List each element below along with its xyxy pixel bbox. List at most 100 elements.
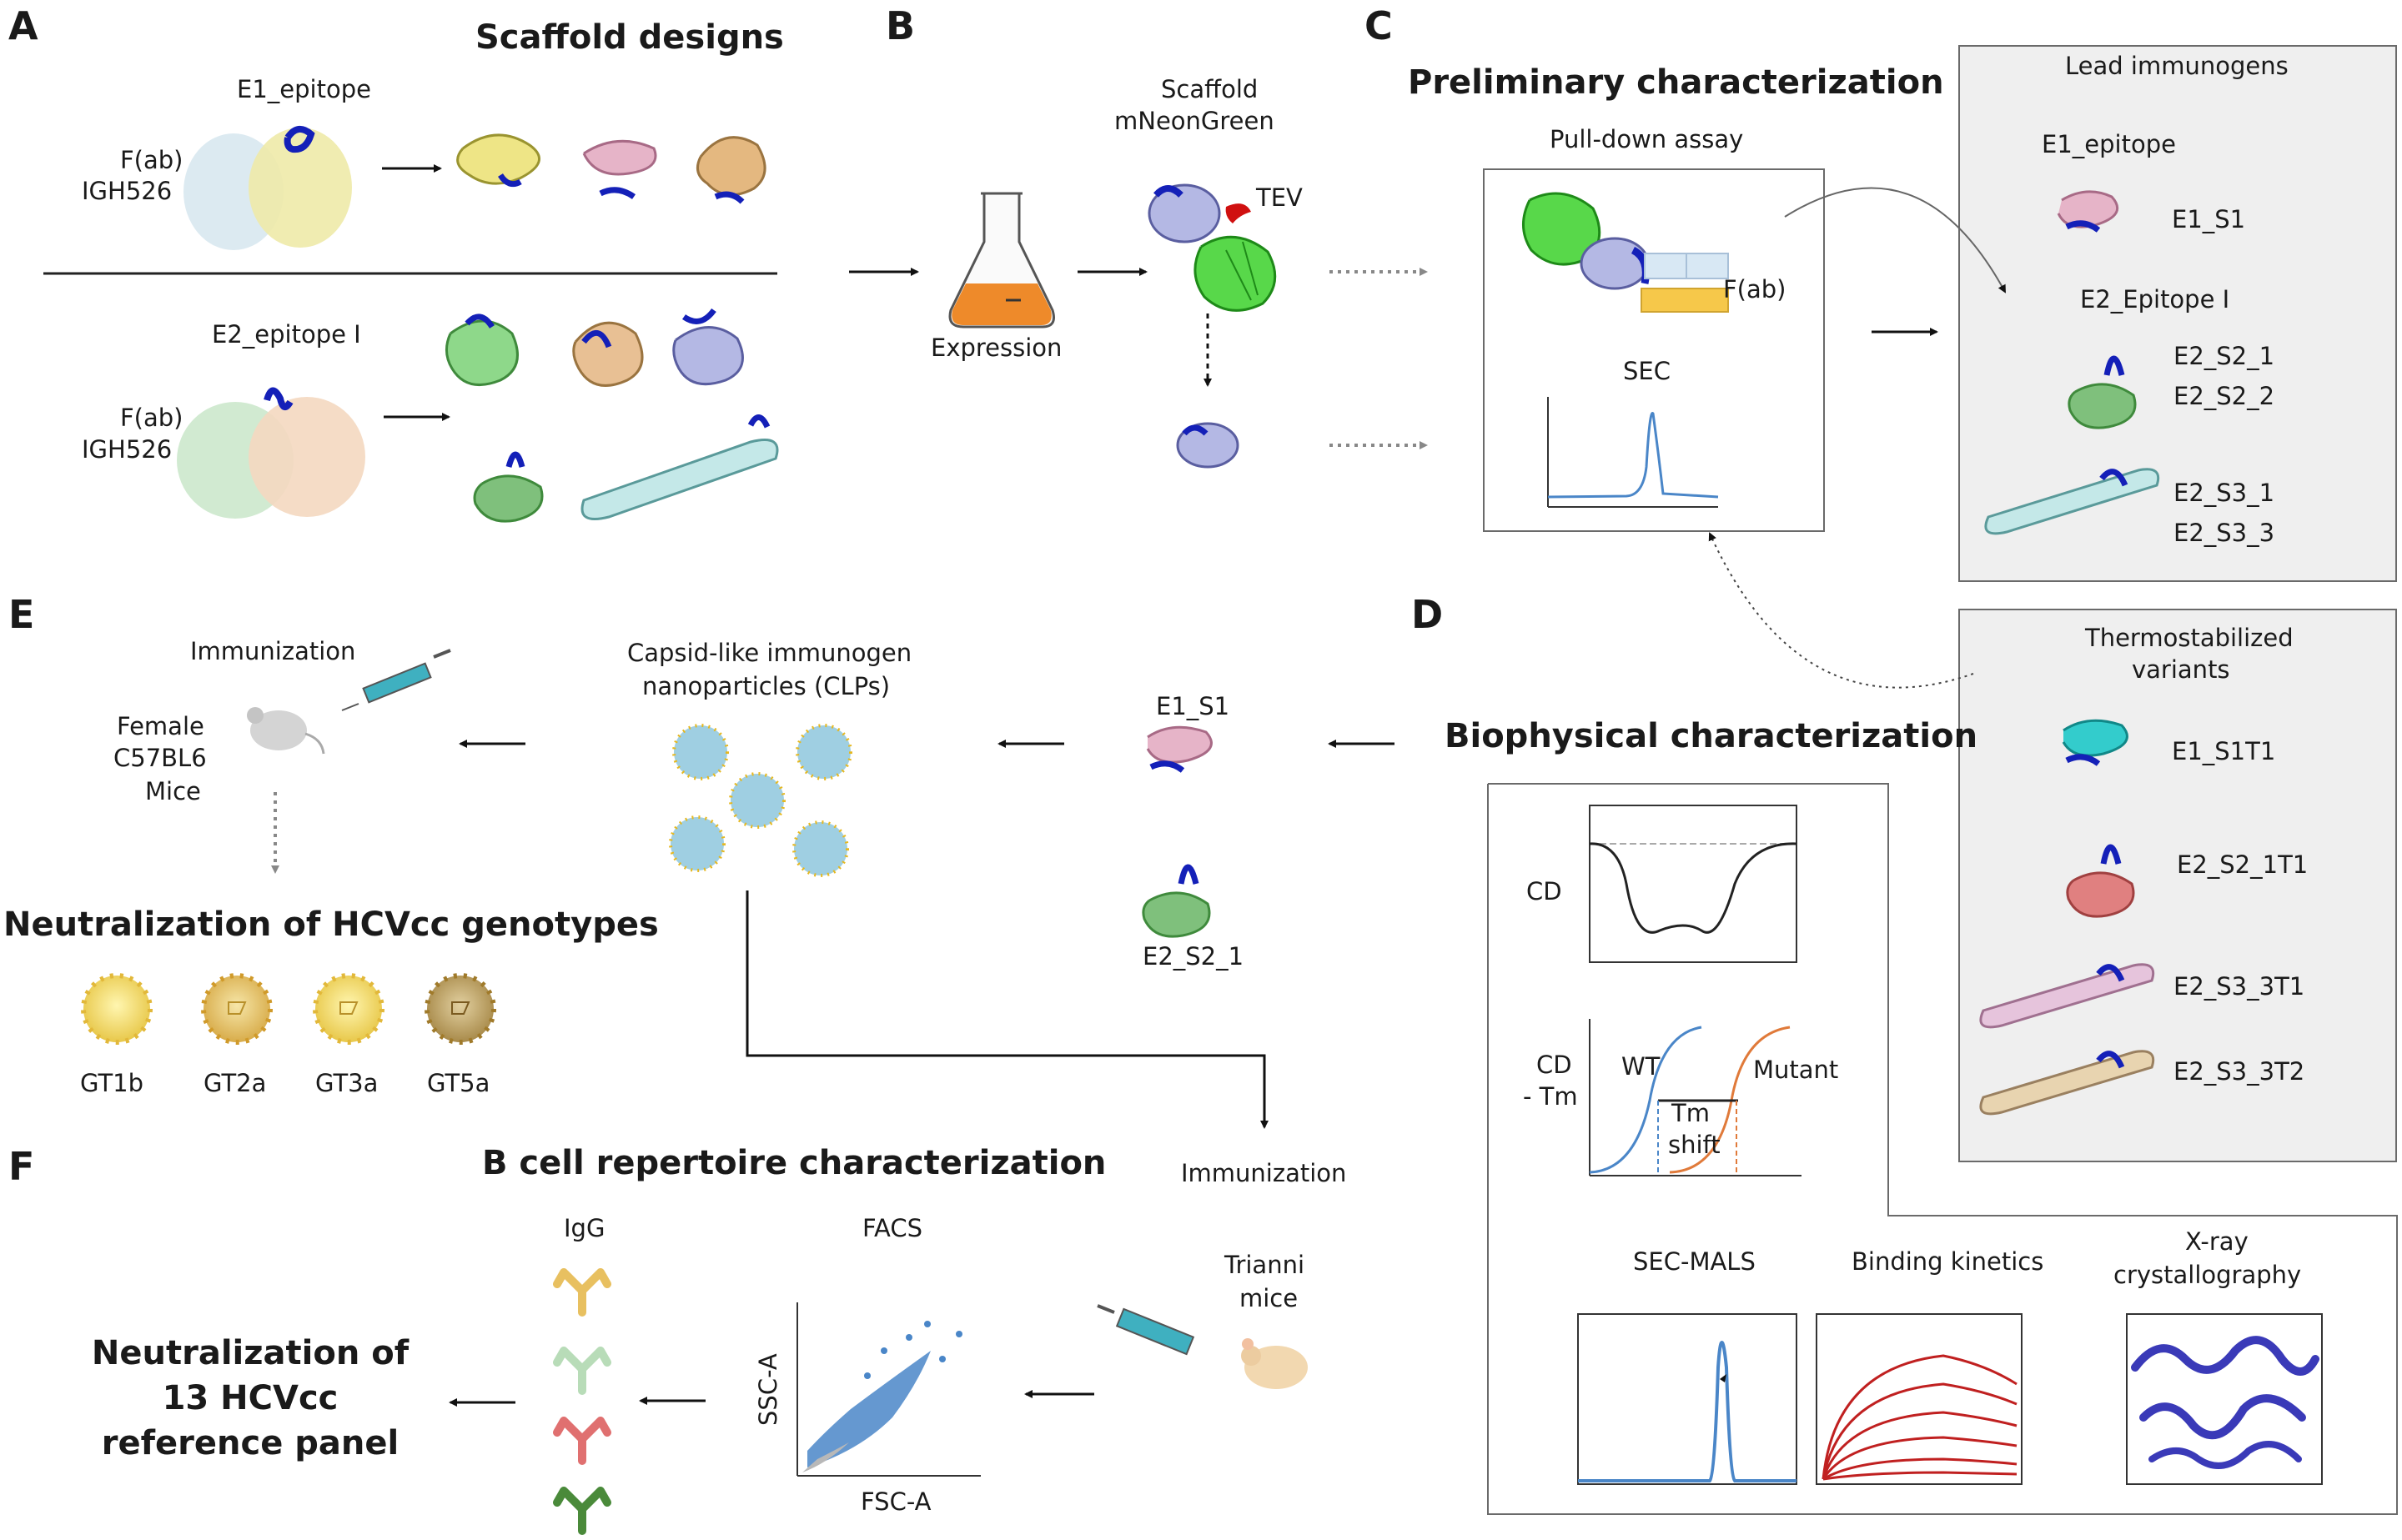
thermo-e2-s2-1t1-structure [2066, 844, 2135, 918]
e-e1-s1-label: E1_S1 [1156, 692, 1230, 720]
thermostabilized-box [1958, 609, 2397, 1162]
thermo-item: E1_S1T1 [2172, 737, 2276, 765]
fab-label-1: F(ab) [120, 146, 183, 174]
sec-chromatogram [1547, 397, 1719, 508]
tev-protease-icon [1225, 203, 1251, 223]
thermo-e2-s3-3t2-structure [1979, 1050, 2155, 1116]
scaffold-tan-2 [572, 321, 644, 387]
panel-letter-b: B [886, 3, 916, 48]
e2-epitope-label: E2_epitope I [212, 320, 361, 349]
scaffold-pink [582, 139, 657, 199]
thermo-item: E2_S3_3T2 [2173, 1057, 2305, 1086]
igg-red-icon [553, 1417, 611, 1465]
tm-shift-line1: Tm [1671, 1099, 1710, 1127]
scaffold-green-1 [445, 314, 519, 387]
sec-mals-plot [1577, 1313, 1797, 1485]
neutralization-genotypes-title: Neutralization of HCVcc genotypes [3, 905, 659, 944]
panel-letter-d: D [1411, 592, 1444, 637]
panel-letter-a: A [8, 3, 38, 48]
fsc-axis-label: FSC-A [861, 1487, 932, 1516]
pulldown-assay-label: Pull-down assay [1550, 125, 1744, 153]
sec-label: SEC [1623, 357, 1671, 385]
scaffold-label: Scaffold [1161, 75, 1259, 103]
igg-yellow-icon [553, 1268, 611, 1317]
lead-e1-s1-structure [2057, 190, 2119, 233]
cd-tm-label-line2: - Tm [1523, 1082, 1578, 1111]
lead-e1-epitope-label: E1_epitope [2042, 130, 2176, 158]
genotype-label: GT1b [80, 1069, 144, 1097]
arrow-to-e2-lead [1784, 187, 2006, 293]
lead-immunogens-box [1958, 45, 2397, 582]
xray-label-line1: X-ray [2185, 1227, 2249, 1256]
expression-flask-icon [948, 192, 1055, 329]
igg-label: IgG [564, 1214, 606, 1242]
clp-nanoparticles [669, 724, 852, 877]
xray-label-line2: crystallography [2113, 1261, 2302, 1289]
scaffold-cyan-long [580, 414, 779, 520]
cleaved-scaffold-icon [1176, 422, 1239, 469]
scaffold-tan [696, 136, 766, 204]
scaffold-green-2 [473, 451, 544, 523]
genotype-label: GT3a [315, 1069, 379, 1097]
xray-density-map [2126, 1313, 2323, 1485]
immunization-f-label: Immunization [1181, 1159, 1347, 1187]
pulldown-fab-label: F(ab) [1723, 275, 1786, 303]
igg-darkgreen-icon [553, 1487, 611, 1535]
lead-item: E2_S2_2 [2173, 382, 2275, 410]
cd-label: CD [1526, 877, 1562, 905]
igh526-label-1: IGH526 [82, 177, 173, 205]
thermo-e2-s3-3t1-structure [1979, 963, 2155, 1029]
neutralization-panel-line2: 13 HCVcc [162, 1379, 339, 1417]
mice-label-line2: C57BL6 [113, 744, 207, 772]
neutralization-panel-line3: reference panel [101, 1424, 399, 1462]
trianni-mouse-syringe-icon [1097, 1304, 1308, 1389]
biophysical-box [1487, 783, 2398, 1515]
ssc-axis-label: SSC-A [754, 1353, 782, 1426]
e-e2-s2-1-label: E2_S2_1 [1143, 942, 1244, 971]
lead-item: E2_S2_1 [2173, 342, 2275, 370]
mice-label-line1: Female [117, 712, 204, 740]
lead-item: E2_S3_1 [2173, 479, 2275, 507]
virus-gt2a-icon [201, 973, 273, 1045]
fab-label-2: F(ab) [120, 404, 183, 432]
mneongreen-label: mNeonGreen [1114, 107, 1274, 135]
mice-label-line3: Mice [145, 777, 201, 805]
thermo-e1-s1t1-structure [2062, 719, 2128, 766]
scaffold-mneongreen-icon [1148, 183, 1277, 312]
thermo-title-line1: Thermostabilized [2085, 624, 2294, 652]
lead-e1-s1-label: E1_S1 [2172, 205, 2246, 233]
igg-lightgreen-icon [553, 1347, 611, 1395]
igh526-label-2: IGH526 [82, 435, 173, 464]
pulldown-complex-icon [1521, 192, 1729, 313]
immunization-e-label: Immunization [190, 637, 356, 665]
sec-mals-label: SEC-MALS [1633, 1247, 1756, 1276]
scaffold-yellow [456, 133, 540, 188]
cd-plot [1589, 805, 1797, 963]
fab-surface-e2 [177, 387, 365, 519]
mutant-label: Mutant [1753, 1056, 1839, 1084]
e-e2-s2-1-structure [1142, 864, 1211, 938]
clp-label-line2: nanoparticles (CLPs) [642, 672, 891, 700]
thermo-title-line2: variants [2132, 655, 2230, 684]
e2-epitope-strand [264, 387, 294, 410]
binding-kinetics-plot [1816, 1313, 2023, 1485]
lead-e2-s2-structure [2068, 355, 2137, 429]
panel-letter-e: E [8, 592, 35, 637]
cd-tm-label-line1: CD [1536, 1051, 1572, 1079]
lead-e2-epitope-label: E2_Epitope I [2080, 285, 2230, 314]
e1-epitope-helix [284, 126, 315, 153]
panel-letter-c: C [1364, 3, 1393, 48]
lead-e2-s3-structure [1984, 468, 2160, 535]
e-e1-s1-structure [1146, 725, 1213, 773]
virus-gt1b-icon [81, 973, 153, 1045]
trianni-label-line1: Trianni [1224, 1251, 1305, 1279]
genotype-label: GT5a [427, 1069, 490, 1097]
tm-shift-line2: shift [1668, 1131, 1721, 1159]
mouse-syringe-e-icon [247, 649, 451, 755]
cd-tm-plot [1589, 1019, 1802, 1176]
facs-scatter-plot [796, 1302, 981, 1477]
connector-clps-to-trianni [746, 890, 1269, 1129]
e1-epitope-label: E1_epitope [237, 75, 371, 103]
preliminary-characterization-title: Preliminary characterization [1408, 63, 1944, 102]
